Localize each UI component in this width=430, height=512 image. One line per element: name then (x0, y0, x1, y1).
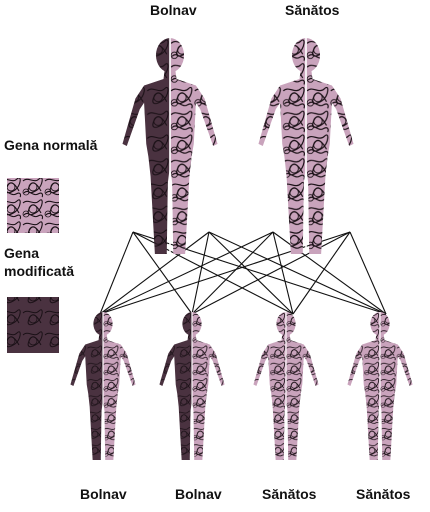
child-2-label: Bolnav (175, 486, 222, 502)
parent-sick-figure (122, 38, 218, 255)
parent-healthy-label: Sănătos (285, 2, 340, 18)
modified-gene-label-line1: Gena (4, 245, 40, 261)
child-4-healthy-figure (347, 312, 413, 461)
normal-gene-swatch (7, 178, 59, 233)
parent-sick-label: Bolnav (150, 2, 197, 18)
child-4-label: Sănătos (356, 486, 411, 502)
modified-gene-label-line2: modificată (4, 263, 75, 279)
child-1-sick-figure (70, 312, 136, 461)
child-2-sick-figure (159, 312, 225, 461)
child-3-label: Sănătos (262, 486, 317, 502)
modified-gene-swatch (7, 297, 59, 353)
inheritance-lines (99, 231, 387, 315)
parent-healthy-figure (258, 38, 354, 255)
child-3-healthy-figure (253, 312, 319, 461)
normal-gene-label: Gena normală (4, 137, 98, 153)
child-1-label: Bolnav (80, 486, 127, 502)
